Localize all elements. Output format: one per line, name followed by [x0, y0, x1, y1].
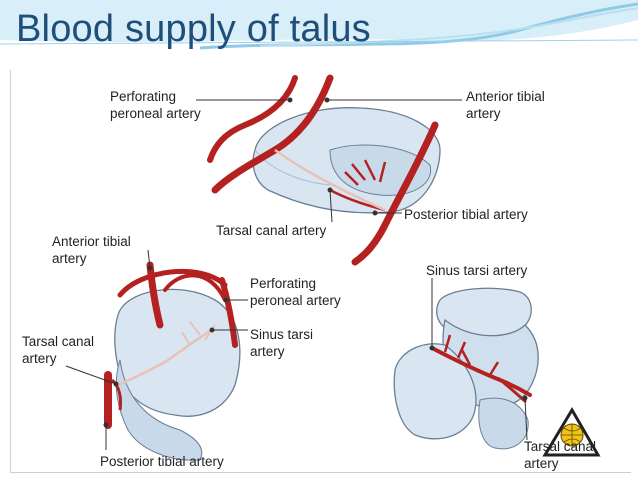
left-leader-tarsal	[65, 365, 117, 385]
content-frame	[10, 70, 631, 473]
label-right-tarsal-canal-artery: Tarsal canal artery	[524, 439, 597, 471]
label-top-posterior-tibial-artery: Posterior tibial artery	[404, 207, 528, 222]
top-posterior-tibial-artery	[351, 121, 439, 266]
top-anastomosis	[274, 148, 386, 212]
label-top-tarsal-canal-artery: Tarsal canal artery	[216, 223, 327, 238]
label-top-anterior-tibial-artery: Anterior tibial artery	[466, 89, 545, 121]
left-arch-artery	[117, 268, 228, 298]
label-left-sinus-tarsi-artery: Sinus tarsi artery	[250, 327, 314, 359]
left-sinus-tarsi-artery	[164, 328, 213, 364]
label-left-perforating-peroneal-artery: Perforating peroneal artery	[250, 276, 341, 308]
left-tarsal-canal-artery	[117, 360, 166, 387]
slide-title: Blood supply of talus	[16, 8, 371, 50]
left-posterior-branch	[110, 378, 122, 411]
right-leader-tarsal	[524, 397, 528, 441]
left-arch-artery-2	[163, 273, 227, 302]
left-perforating-peroneal-artery	[219, 277, 238, 348]
right-sinus-branches	[443, 334, 500, 376]
right-talus-view	[393, 278, 539, 450]
right-lower-bone	[478, 397, 529, 450]
top-perforating-peroneal-artery	[207, 75, 298, 163]
left-talus-view	[65, 249, 248, 461]
top-canal-branches	[344, 159, 387, 186]
left-leader-anterior	[147, 249, 151, 269]
publisher-logo	[542, 407, 601, 457]
header-wave	[0, 0, 638, 50]
right-calcaneus	[393, 343, 477, 440]
label-left-posterior-tibial-artery: Posterior tibial artery	[100, 454, 224, 469]
label-top-perforating-peroneal-artery: Perforating peroneal artery	[110, 89, 201, 121]
label-right-sinus-tarsi-artery: Sinus tarsi artery	[426, 263, 528, 278]
left-talus-lower	[115, 359, 203, 461]
left-sinus-branches	[181, 321, 216, 346]
top-talus-view	[196, 74, 462, 266]
label-left-tarsal-canal-artery: Tarsal canal artery	[22, 334, 95, 366]
top-leader-tarsal	[329, 189, 333, 223]
label-left-anterior-tibial-artery: Anterior tibial artery	[52, 234, 131, 266]
